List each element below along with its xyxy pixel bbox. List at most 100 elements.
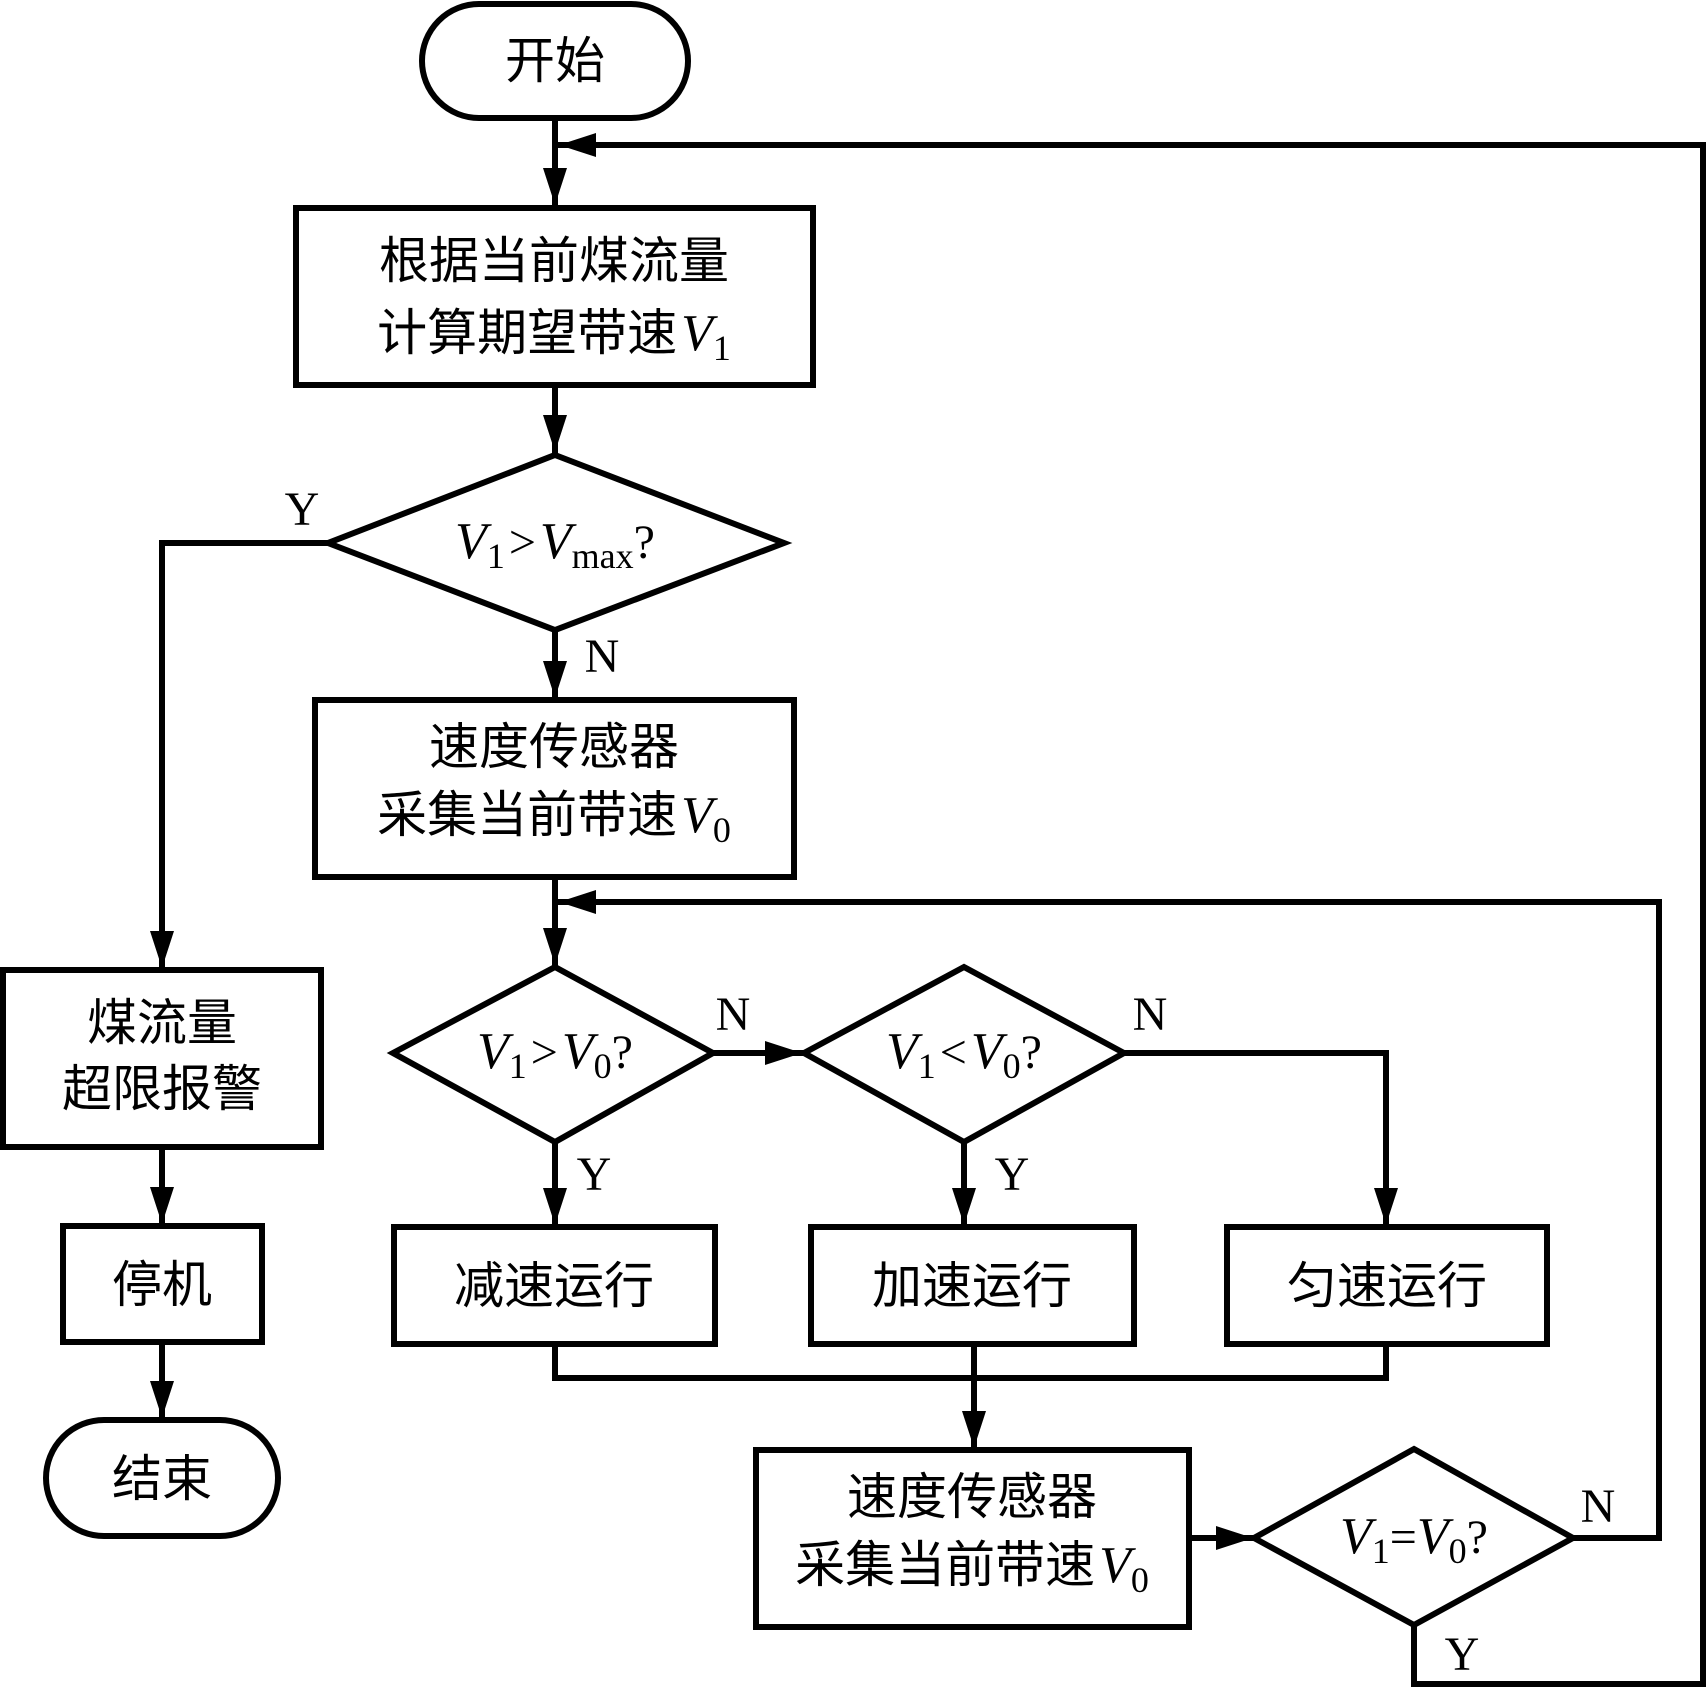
rhs-sub: 0 (594, 1046, 612, 1086)
lhs-sub: 1 (1372, 1531, 1390, 1571)
rhs: V (562, 1023, 599, 1080)
arrowhead-down (150, 931, 174, 968)
edge-eq-yes-loop-to-compute (552, 142, 1706, 1687)
process-box (312, 697, 797, 880)
process-line-1: 煤流量 (87, 994, 237, 1052)
operator: < (940, 1026, 967, 1079)
decision-condition: V1<V0? (886, 1023, 1042, 1086)
label-eq-no: N (1581, 1480, 1616, 1533)
arrowhead-down (543, 928, 567, 965)
check-gt-decision: V1>V0? (386, 963, 720, 1146)
process-box (808, 1224, 1137, 1347)
label-lt-yes: Y (995, 1148, 1030, 1201)
operator: = (1390, 1511, 1417, 1564)
stop-label: 停机 (112, 1256, 212, 1314)
arrowhead-down (150, 1381, 174, 1418)
accelerate-label: 加速运行 (872, 1257, 1072, 1315)
sensor-1-process: 速度传感器 采集当前带速V0 (312, 697, 797, 880)
question-mark: ? (612, 1026, 633, 1079)
start-label: 开始 (505, 32, 605, 90)
terminator-shape (43, 1417, 281, 1539)
lhs-sub: 1 (487, 536, 505, 576)
stop-process: 停机 (60, 1223, 265, 1345)
lhs-sub: 1 (918, 1046, 936, 1086)
var-subscript: 0 (713, 810, 731, 850)
connectors (150, 117, 1706, 1687)
lhs: V (886, 1023, 923, 1080)
arrowhead-right (1216, 1526, 1253, 1550)
process-box (0, 967, 324, 1150)
arrowhead-down (543, 415, 567, 452)
process-line-2: 采集当前带速V0 (377, 786, 731, 850)
arrowhead-down (962, 1411, 986, 1448)
question-mark: ? (634, 516, 655, 569)
label-vmax-yes: Y (285, 483, 320, 536)
arrowhead-down (543, 1188, 567, 1225)
decision-diamond (319, 451, 793, 634)
var-subscript: 1 (713, 328, 731, 368)
lhs: V (455, 513, 492, 570)
arrowhead-down (1374, 1188, 1398, 1225)
arrowhead-down (150, 1187, 174, 1224)
rhs: V (1417, 1508, 1454, 1565)
process-box (293, 205, 816, 388)
constant-label: 匀速运行 (1287, 1257, 1487, 1315)
check-eq-decision: V1=V0? (1247, 1445, 1580, 1629)
rhs-sub: max (572, 536, 634, 576)
edge-eq-no-loop-to-check-gt (552, 899, 1662, 1541)
accelerate-process: 加速运行 (808, 1224, 1137, 1347)
rhs: V (971, 1023, 1008, 1080)
process-box (753, 1447, 1192, 1630)
terminator-shape (419, 1, 691, 121)
process-line-1: 根据当前煤流量 (379, 232, 729, 290)
process-line-2-text: 计算期望带速 (377, 304, 677, 362)
lhs-sub: 1 (509, 1046, 527, 1086)
process-box (1224, 1224, 1550, 1347)
label-gt-no: N (716, 988, 751, 1041)
decision-condition: V1>V0? (477, 1023, 633, 1086)
rhs-sub: 0 (1003, 1046, 1021, 1086)
label-lt-no: N (1133, 988, 1168, 1041)
process-box (60, 1223, 265, 1345)
var-symbol: V (681, 787, 718, 844)
question-mark: ? (1467, 1511, 1488, 1564)
label-gt-yes: Y (577, 1148, 612, 1201)
arrowhead-down (543, 661, 567, 698)
decision-diamond (386, 963, 720, 1146)
operator: > (531, 1026, 558, 1079)
sensor-2-process: 速度传感器 采集当前带速V0 (753, 1447, 1192, 1630)
edge-lt-no-to-constant (1121, 1050, 1389, 1228)
decision-condition: V1=V0? (1340, 1508, 1488, 1571)
process-line-2: 超限报警 (62, 1060, 262, 1118)
decision-condition: V1>Vmax? (455, 513, 655, 576)
arrowhead-left (559, 133, 596, 157)
label-eq-yes: Y (1445, 1628, 1480, 1681)
check-vmax-decision: V1>Vmax? (319, 451, 793, 634)
arrowhead-down (543, 168, 567, 205)
process-line-2-text: 采集当前带速 (795, 1536, 1095, 1594)
edge-merge-results (552, 1341, 1389, 1381)
alarm-process: 煤流量 超限报警 (0, 967, 324, 1150)
compute-v1-process: 根据当前煤流量 计算期望带速V1 (293, 205, 816, 388)
var-symbol: V (1099, 1537, 1136, 1594)
process-line-1: 速度传感器 (847, 1468, 1097, 1526)
decelerate-process: 减速运行 (391, 1224, 718, 1347)
lhs: V (1340, 1508, 1377, 1565)
lhs: V (477, 1023, 514, 1080)
decision-diamond (1247, 1445, 1580, 1629)
process-line-2: 采集当前带速V0 (795, 1536, 1149, 1600)
constant-speed-process: 匀速运行 (1224, 1224, 1550, 1347)
rhs: V (540, 513, 577, 570)
process-line-2-text: 采集当前带速 (377, 786, 677, 844)
process-line-1: 速度传感器 (429, 718, 679, 776)
arrowhead-left (559, 890, 596, 914)
process-box (391, 1224, 718, 1347)
label-vmax-no: N (585, 630, 620, 683)
edge-vmax-yes-to-alarm (159, 540, 331, 971)
end-terminator: 结束 (43, 1417, 281, 1539)
check-lt-decision: V1<V0? (797, 963, 1131, 1146)
arrowhead-down (952, 1188, 976, 1225)
operator: > (509, 516, 536, 569)
start-terminator: 开始 (419, 1, 691, 121)
